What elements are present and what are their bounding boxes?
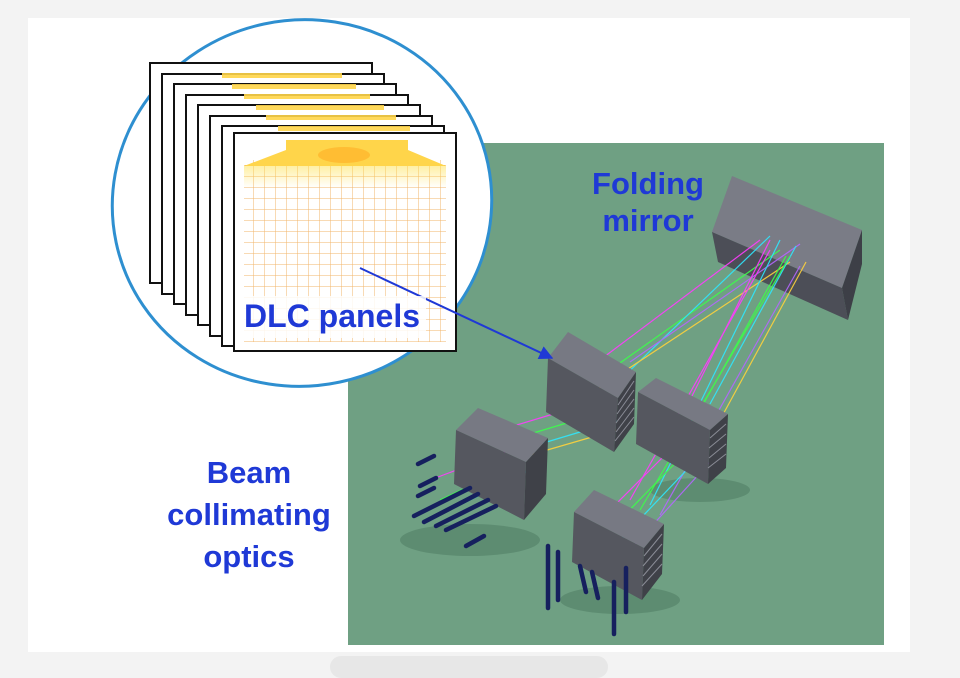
- dlc-stack-block: [546, 332, 636, 452]
- horizontal-scrollbar[interactable]: [330, 656, 608, 678]
- fiber-bundle-left: [411, 453, 499, 549]
- callout-arrow: [359, 267, 554, 359]
- block-shadows: [400, 478, 750, 614]
- dlc-panels-label: DLC panels: [238, 296, 427, 338]
- beam-collimating-optics-label: Beam collimating optics: [167, 455, 331, 575]
- fiber-bundle-bottom: [545, 543, 629, 637]
- folding-mirror-label: Folding mirror: [592, 166, 704, 238]
- collimator-block: [454, 408, 548, 520]
- right-stack-block: [636, 378, 728, 484]
